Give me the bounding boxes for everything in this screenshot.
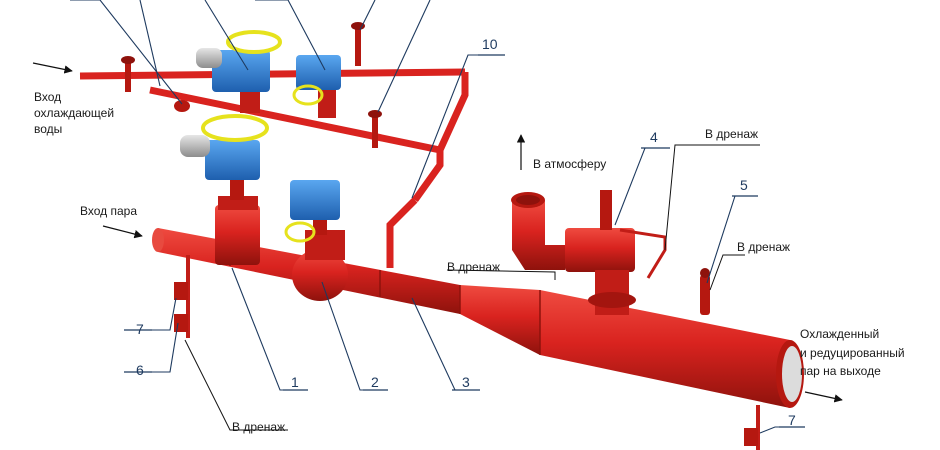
drain-right-label: В дренаж — [737, 240, 791, 254]
drain-leaders — [184, 144, 760, 431]
drain-bottom-label: В дренаж — [232, 420, 286, 434]
arrow-right-icon — [102, 225, 143, 239]
actuator-icon — [290, 180, 340, 220]
handwheel-icon — [201, 114, 269, 142]
handwheel-icon — [292, 84, 324, 106]
to-atmosphere-label: В атмосферу — [533, 157, 607, 171]
water-inlet-label-1: Вход — [34, 90, 62, 104]
cooling-water-pipes — [79, 22, 469, 268]
steam-inlet-label: Вход пара — [80, 204, 137, 218]
reduction-valve — [180, 114, 269, 265]
callout-boxes — [124, 54, 805, 428]
outlet-label-2: и редуцированный — [800, 346, 905, 360]
water-control-valve — [196, 30, 282, 113]
water-inlet-label-2: охлаждающей — [34, 106, 115, 120]
arrow-right-icon — [32, 62, 73, 74]
callout-5: 5 — [740, 177, 748, 193]
drain-valves — [174, 255, 760, 450]
callout-3: 3 — [462, 374, 470, 390]
desuperheater-body — [284, 180, 348, 301]
drain-mid-label: В дренаж — [447, 260, 501, 274]
callout-7-left: 7 — [136, 321, 144, 337]
callout-2: 2 — [371, 374, 379, 390]
water-inlet-label-3: воды — [34, 122, 63, 136]
outlet-label-1: Охлажденный — [800, 327, 880, 341]
callout-4: 4 — [650, 129, 658, 145]
actuator-icon — [180, 135, 260, 180]
handwheel-icon — [226, 30, 282, 54]
actuator-icon — [296, 55, 341, 90]
safety-valve — [511, 190, 667, 315]
outlet-label-3: пар на выходе — [800, 364, 881, 378]
callout-6: 6 — [136, 362, 144, 378]
handwheel-icon — [284, 221, 316, 243]
callout-1: 1 — [291, 374, 299, 390]
arrow-right-icon — [804, 391, 843, 403]
callout-7-right: 7 — [788, 412, 796, 428]
drain-top-label: В дренаж — [705, 127, 759, 141]
temperature-sensor — [700, 268, 710, 315]
callout-10: 10 — [482, 36, 498, 52]
water-shutoff-valve — [292, 55, 341, 118]
actuator-icon — [196, 48, 270, 92]
